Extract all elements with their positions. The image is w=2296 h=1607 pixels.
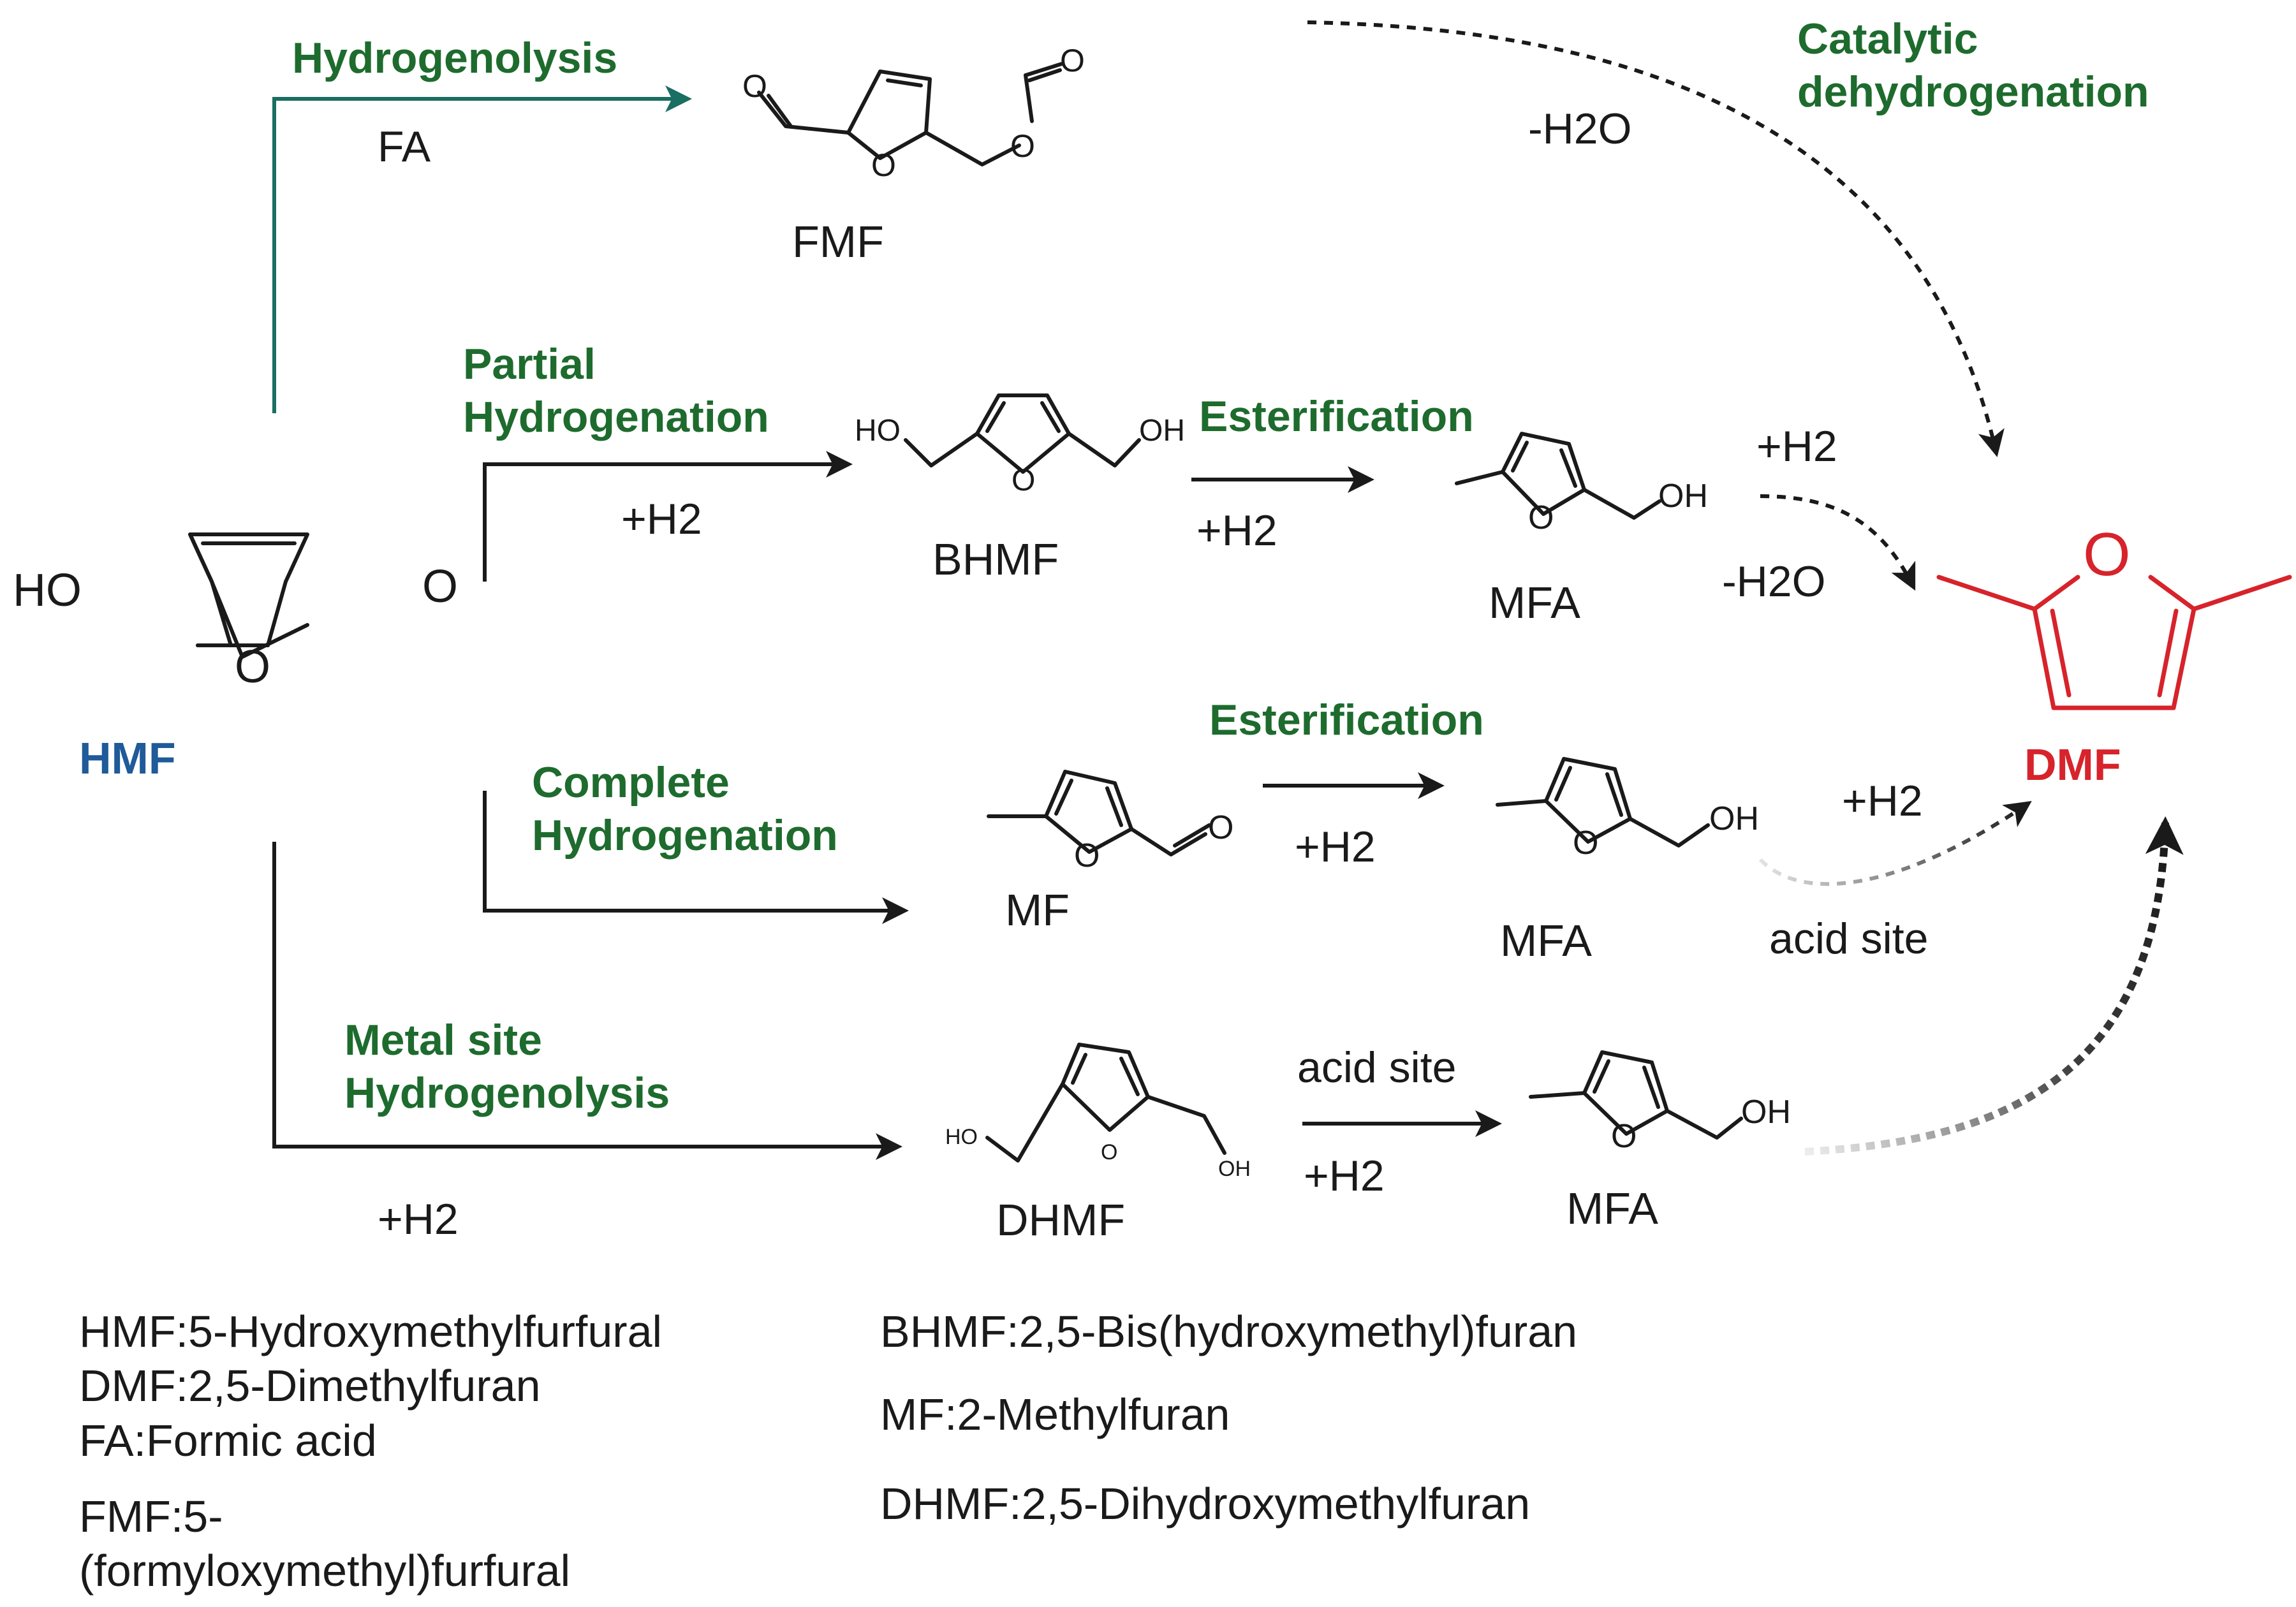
dmf-ring-oxygen-atom: O xyxy=(2083,520,2131,589)
hydrogen-reagent-partial: +H2 xyxy=(621,495,702,543)
dhmf-name: DHMF xyxy=(996,1195,1126,1245)
hydrogen-reagent-esterification-mid: +H2 xyxy=(1295,823,1376,871)
fmf-aldehyde-oxygen-atom: O xyxy=(742,68,767,104)
legend-bhmf: BHMF:2,5-Bis(hydroxymethyl)furan xyxy=(880,1307,1578,1356)
hydrogen-reagent-bottom-left: +H2 xyxy=(378,1195,459,1244)
mfa-bottom-oh-atom: OH xyxy=(1741,1094,1791,1131)
hydrogen-reagent-right-mid: +H2 xyxy=(1842,777,1923,825)
legend-col1-top: HMF:5-Hydroxymethylfurfural DMF:2,5-Dime… xyxy=(79,1307,663,1465)
fmf-ring-oxygen-atom: O xyxy=(871,147,896,183)
mfa-bottom-structure xyxy=(1529,1050,1743,1140)
mf-name: MF xyxy=(1005,885,1070,935)
fmf-ester-oxygen-atom: O xyxy=(1010,128,1035,164)
mfa-mid-ring-oxygen-atom: O xyxy=(1573,825,1599,862)
legend-mf: MF:2-Methylfuran xyxy=(880,1390,1230,1439)
dhmf-ring-oxygen-atom: O xyxy=(1101,1140,1118,1164)
mfa-to-dmf-arrow-mid xyxy=(1758,801,2032,886)
bhmf-ring-oxygen-atom: O xyxy=(1012,464,1036,497)
acid-site-label-bottom: acid site xyxy=(1297,1043,1457,1092)
hmf-ring-oxygen-atom: O xyxy=(235,642,271,693)
dhmf-ho-atom: HO xyxy=(945,1125,978,1149)
hydrogen-reagent-esterification-top: +H2 xyxy=(1196,506,1277,555)
hmf-name: HMF xyxy=(79,733,176,783)
esterification-label-top: Esterification xyxy=(1199,392,1474,441)
bhmf-oh-atom: OH xyxy=(1139,414,1185,448)
metal-site-hydrogenolysis-label: Metal site Hydrogenolysis xyxy=(344,1016,670,1117)
mfa-to-dmf-arrow-bottom xyxy=(1804,816,2184,1156)
fmf-name: FMF xyxy=(792,217,884,267)
mfa-bottom-ring-oxygen-atom: O xyxy=(1611,1118,1637,1155)
bhmf-ho-atom: HO xyxy=(855,414,901,448)
complete-hydrogenation-arrow xyxy=(483,791,909,924)
legend-col1-bottom: FMF:5- (formyloxymethyl)furfural xyxy=(79,1492,571,1596)
bhmf-name: BHMF xyxy=(932,534,1059,584)
mfa-bottom-name: MFA xyxy=(1566,1184,1658,1233)
dehydration-reagent-top: -H2O xyxy=(1528,105,1632,153)
dmf-name: DMF xyxy=(2024,740,2121,789)
partial-hydrogenation-arrow xyxy=(483,451,853,582)
metal-site-hydrogenolysis-arrow xyxy=(272,842,902,1160)
mfa-top-ring-oxygen-atom: O xyxy=(1528,499,1554,536)
dhmf-structure xyxy=(985,1043,1226,1163)
dmf-structure xyxy=(1936,575,2292,710)
mfa-top-oh-atom: OH xyxy=(1658,478,1708,515)
mfa-top-structure xyxy=(1455,432,1661,520)
fmf-carbonyl-oxygen-atom: O xyxy=(1060,43,1085,78)
mf-aldehyde-oxygen-atom: O xyxy=(1208,809,1234,846)
legend-dhmf: DHMF:2,5-Dihydroxymethylfuran xyxy=(880,1479,1531,1529)
hydrogen-reagent-bottom-right: +H2 xyxy=(1304,1152,1385,1200)
hmf-ho-atom: HO xyxy=(13,565,82,616)
hydrogenolysis-arrow xyxy=(272,85,692,413)
hydrogenolysis-label: Hydrogenolysis xyxy=(292,34,618,82)
mfa-mid-structure xyxy=(1496,757,1710,848)
mfa-mid-oh-atom: OH xyxy=(1709,800,1759,837)
catalytic-dehydrogenation-label: Catalytic dehydrogenation xyxy=(1797,15,2149,116)
mf-structure xyxy=(987,770,1211,856)
dehydration-reagent-right: -H2O xyxy=(1722,557,1826,606)
hydrogen-reagent-right-top: +H2 xyxy=(1756,422,1837,471)
catalytic-dehydrogenation-arrow xyxy=(1307,20,2005,457)
complete-hydrogenation-label: Complete Hydrogenation xyxy=(532,758,838,860)
acid-site-label-mid: acid site xyxy=(1769,914,1929,963)
fmf-structure xyxy=(757,62,1064,166)
mfa-top-name: MFA xyxy=(1489,578,1580,627)
hmf-aldehyde-oxygen-atom: O xyxy=(422,561,459,612)
dhmf-oh-atom: OH xyxy=(1218,1157,1251,1181)
mf-ring-oxygen-atom: O xyxy=(1074,837,1100,874)
bhmf-structure xyxy=(904,393,1141,474)
partial-hydrogenation-label: Partial Hydrogenation xyxy=(463,340,769,441)
formic-acid-reagent: FA xyxy=(378,122,431,171)
mfa-mid-name: MFA xyxy=(1500,916,1592,965)
hmf-structure xyxy=(188,532,309,659)
esterification-label-mid: Esterification xyxy=(1209,696,1484,744)
